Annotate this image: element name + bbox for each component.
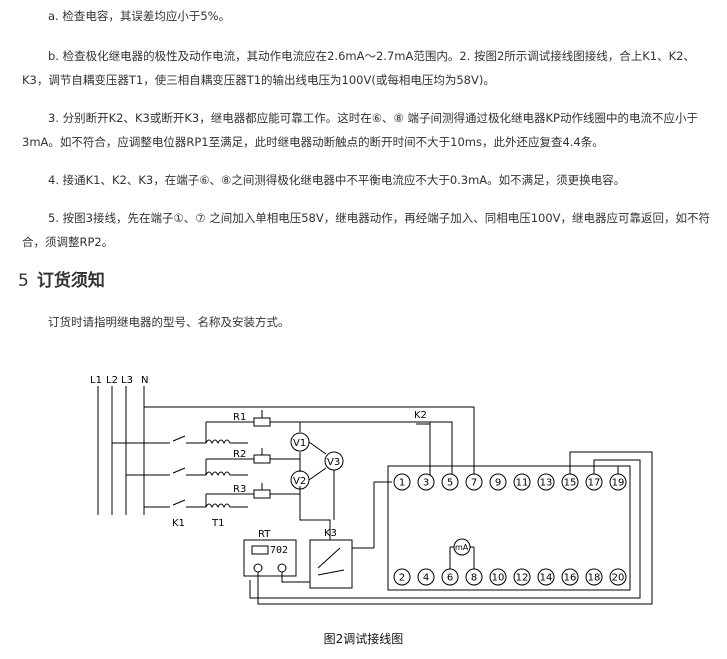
terminal-bottom-label: 18 [588, 573, 601, 584]
terminal-bottom-label: 10 [492, 573, 505, 584]
terminal-bottom-circle [537, 568, 555, 586]
paragraph-5: 5. 按图3接线，先在端子①、⑦ 之间加入单相电压58V，继电器动作，再经端子加… [22, 211, 711, 249]
terminal-row-bottom: 2 4 6 8 10 12 14 16 18 20 [393, 568, 627, 586]
switch-label-k2: K2 [414, 410, 427, 421]
terminal-top-label: 15 [564, 478, 577, 489]
terminal-top-circle [585, 473, 603, 491]
bus-label-l3: L3 [121, 375, 133, 386]
terminal-top-label: 13 [540, 478, 553, 489]
terminal-top-circle [465, 473, 483, 491]
terminal-top-label: 9 [495, 478, 501, 489]
bus-label-l1: L1 [90, 375, 102, 386]
terminal-bottom-circle [393, 568, 411, 586]
timer-display: 702 [270, 545, 288, 556]
terminal-bottom-circle [489, 568, 507, 586]
terminal-top-label: 1 [399, 478, 405, 489]
terminal-bottom-label: 8 [471, 573, 477, 584]
voltmeter-label-v1: V1 [293, 438, 306, 449]
terminal-top-circle [561, 473, 579, 491]
bus-label-n: N [141, 375, 148, 386]
switch-label-k1: K1 [172, 518, 185, 529]
terminal-bottom-label: 12 [516, 573, 529, 584]
terminal-bottom-label: 2 [399, 573, 405, 584]
terminal-bottom-label: 14 [540, 573, 553, 584]
terminal-bottom-label: 16 [564, 573, 577, 584]
terminal-bottom-circle [585, 568, 603, 586]
paragraph-4: 4. 接通K1、K2、K3，在端子⑥、⑧之间测得极化继电器中不平衡电流应不大于0… [48, 173, 626, 187]
resistor-label-r1: R1 [233, 412, 246, 423]
terminal-top-circle [441, 473, 459, 491]
section-heading: 5 订货须知 [18, 266, 105, 291]
terminal-bottom-circle [417, 568, 435, 586]
order-note: 订货时请指明继电器的型号、名称及安装方式。 [48, 315, 290, 329]
ammeter-label: mA [455, 543, 469, 552]
section-title: 订货须知 [36, 271, 105, 291]
switch-label-k3: K3 [324, 528, 337, 539]
terminal-top-label: 7 [471, 478, 477, 489]
terminal-top-circle [393, 473, 411, 491]
transformer-label: T1 [211, 518, 224, 529]
terminal-top-circle [537, 473, 555, 491]
terminal-top-circle [417, 473, 435, 491]
figure-caption: 图2调试接线图 [323, 632, 404, 646]
terminal-top-label: 3 [423, 478, 429, 489]
resistor-label-r3: R3 [233, 484, 246, 495]
voltmeter-label-v3: V3 [327, 457, 340, 468]
terminal-bottom-circle [513, 568, 531, 586]
terminal-bottom-circle [465, 568, 483, 586]
section-number: 5 [18, 271, 29, 291]
terminal-bottom-label: 4 [423, 573, 429, 584]
terminal-bottom-circle [609, 568, 627, 586]
terminal-top-label: 17 [588, 478, 601, 489]
terminal-top-label: 19 [612, 478, 625, 489]
terminal-top-circle [609, 473, 627, 491]
terminal-top-label: 5 [447, 478, 453, 489]
voltmeter-label-v2: V2 [293, 476, 306, 487]
paragraph-a: a. 检查电容，其误差均应小于5%。 [48, 9, 231, 23]
terminal-top-circle [513, 473, 531, 491]
terminal-bottom-circle [441, 568, 459, 586]
timer-label: RT [258, 529, 271, 540]
paragraph-3: 3. 分别断开K2、K3或断开K3，继电器都应能可靠工作。这时在⑥、⑧ 端子间测… [22, 111, 698, 149]
terminal-top-label: 11 [516, 478, 529, 489]
terminal-bottom-label: 6 [447, 573, 453, 584]
paragraph-b: b. 检查极化继电器的极性及动作电流，其动作电流应在2.6mA～2.7mA范围内… [22, 49, 695, 87]
resistor-label-r2: R2 [233, 449, 246, 460]
bus-label-l2: L2 [106, 375, 118, 386]
terminal-bottom-circle [561, 568, 579, 586]
terminal-bottom-label: 20 [612, 573, 625, 584]
terminal-top-circle [489, 473, 507, 491]
